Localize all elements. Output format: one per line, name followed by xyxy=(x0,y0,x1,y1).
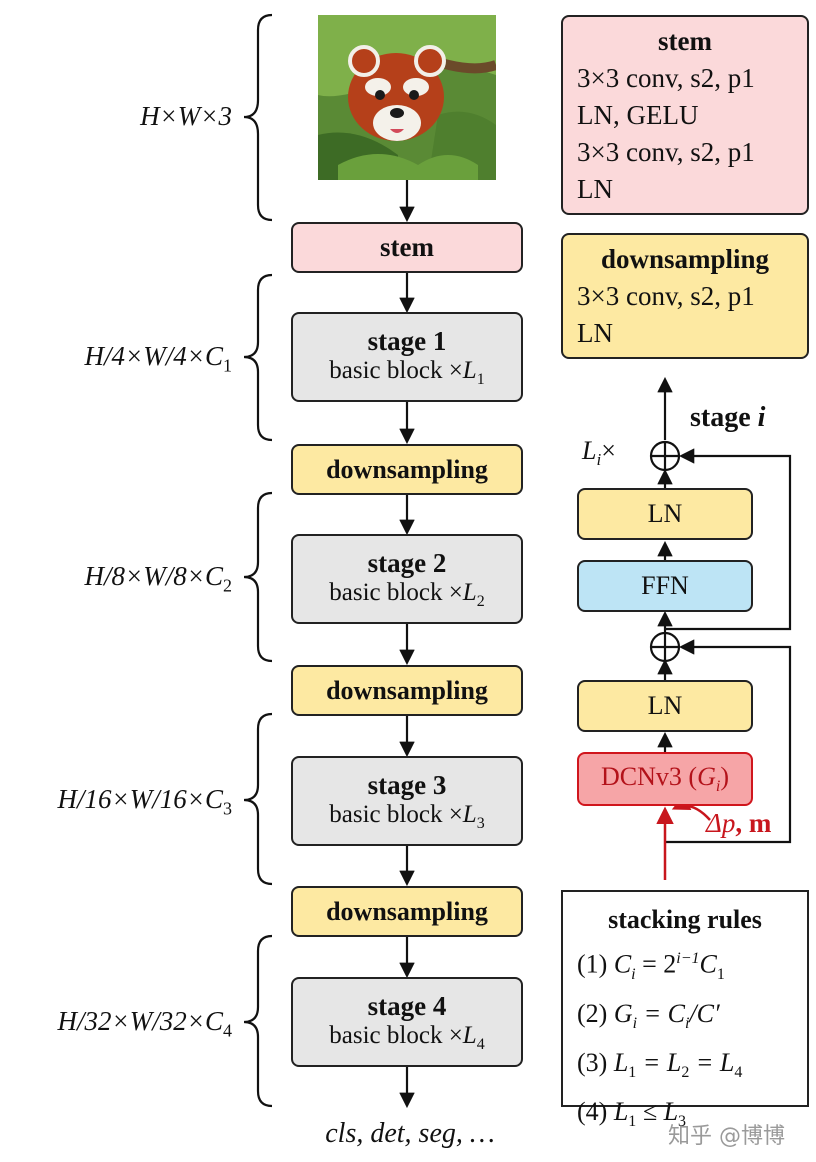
repeat-label: Li× xyxy=(582,436,616,470)
watermark: 知乎 @博博 xyxy=(668,1124,785,1149)
stage3-shape-label: H/16×W/16×C3 xyxy=(57,784,232,819)
stage2-box: stage 2 basic block ×L2 xyxy=(291,534,523,624)
output-tasks: cls, det, seg, … xyxy=(325,1118,495,1149)
ffn-box: FFN xyxy=(577,560,753,612)
stem-info-box: stem 3×3 conv, s2, p1 LN, GELU 3×3 conv,… xyxy=(561,15,809,215)
stacking-rule: (1) Ci = 2i−1C1 xyxy=(577,949,725,983)
stage1-shape-label: H/4×W/4×C1 xyxy=(84,341,232,376)
stage4-box: stage 4 basic block ×L4 xyxy=(291,977,523,1067)
stacking-rule: (2) Gi = Ci/C′ xyxy=(577,998,720,1033)
stem-box: stem xyxy=(291,222,523,273)
offset-mask-label: Δp, m xyxy=(706,808,772,838)
stem-info-line: 3×3 conv, s2, p1 xyxy=(577,137,755,167)
downsampling-box-1: downsampling xyxy=(291,444,523,495)
stacking-rules-box: stacking rules (1) Ci = 2i−1C1 (2) Gi = … xyxy=(561,890,809,1130)
downsampling-info-box: downsampling 3×3 conv, s2, p1 LN xyxy=(561,233,809,359)
ln-top-box: LN xyxy=(577,488,753,540)
stage3-box: stage 3 basic block ×L3 xyxy=(291,756,523,846)
dcnv3-box: DCNv3 (Gi) xyxy=(577,752,753,806)
stage1-box: stage 1 basic block ×L1 xyxy=(291,312,523,402)
ln-bottom-box: LN xyxy=(577,680,753,732)
input-shape-label: H×W×3 xyxy=(140,101,232,131)
downsampling-info-line: 3×3 conv, s2, p1 xyxy=(577,281,755,311)
stage4-shape-label: H/32×W/32×C4 xyxy=(57,1006,232,1041)
stage-detail-title: stage i xyxy=(690,402,766,433)
downsampling-info-line: LN xyxy=(577,318,613,348)
input-image xyxy=(318,15,496,180)
stem-info-line: LN xyxy=(577,174,613,204)
stacking-rule: (3) L1 = L2 = L4 xyxy=(577,1048,743,1082)
stem-info-line: 3×3 conv, s2, p1 xyxy=(577,63,755,93)
stem-info-line: LN, GELU xyxy=(577,100,699,130)
stacking-rule: (4) L1 ≤ L3 xyxy=(577,1097,687,1131)
stage2-shape-label: H/8×W/8×C2 xyxy=(84,561,232,596)
downsampling-box-3: downsampling xyxy=(291,886,523,937)
downsampling-box-2: downsampling xyxy=(291,665,523,716)
